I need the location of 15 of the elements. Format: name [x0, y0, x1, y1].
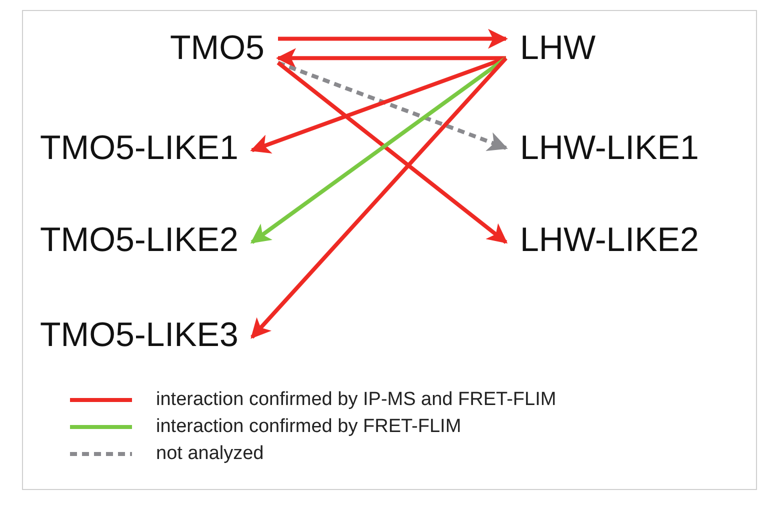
gene-label: TMO5-LIKE2: [26, 217, 252, 263]
arrow: [277, 60, 508, 152]
arrow: [250, 56, 507, 154]
arrow: [250, 56, 508, 339]
gene-label: TMO5-LIKE1: [26, 125, 252, 171]
legend-text: interaction confirmed by IP-MS and FRET-FLIM: [156, 388, 556, 410]
gene-label: TMO5-LIKE3: [26, 312, 252, 358]
legend-text: interaction confirmed by FRET-FLIM: [156, 416, 462, 438]
gene-label: LHW-LIKE2: [506, 217, 713, 263]
gene-label: LHW-LIKE1: [506, 125, 713, 171]
arrow: [278, 28, 508, 49]
arrow: [276, 48, 506, 68]
gene-label: TMO5: [156, 25, 278, 71]
legend-text: not analyzed: [156, 442, 264, 464]
gene-label: LHW: [506, 25, 610, 71]
